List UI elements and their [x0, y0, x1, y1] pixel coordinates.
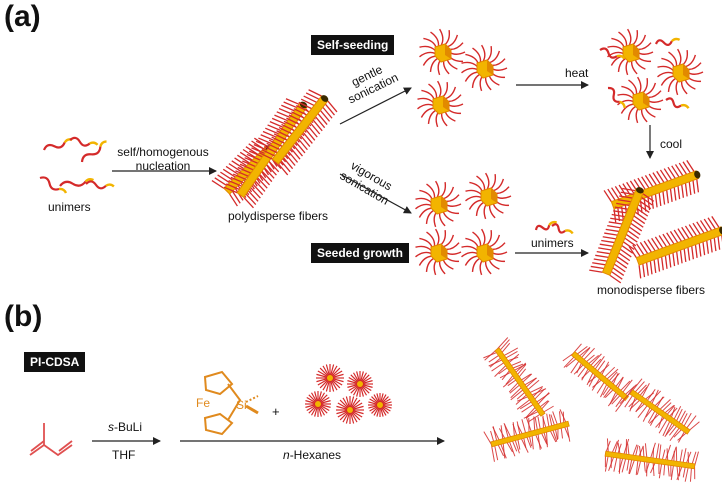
fuzzy-cylinder-micelle [603, 436, 699, 484]
unimer-chain [665, 97, 690, 111]
unimer-chain [69, 137, 98, 148]
fuzzy-cylinder-micelle [480, 336, 557, 425]
star-micelle [316, 364, 344, 392]
gentle-sonication-arrow [340, 88, 411, 124]
unimer-chain [86, 181, 114, 189]
ferrocenophane-structure [205, 372, 258, 434]
seed-micelle [418, 81, 463, 127]
unimer-chain [551, 223, 574, 236]
unimer-chain [535, 220, 558, 233]
fuzzy-cylinder-micelle [619, 376, 701, 449]
seed-micelle [618, 77, 663, 123]
unimer-chain [39, 175, 68, 195]
unimer-chain [606, 86, 627, 110]
seed-micelle [416, 181, 461, 227]
seed-micelle [658, 49, 703, 95]
fuzzy-cylinder-micelle [559, 338, 638, 412]
isoprene-structure [30, 423, 72, 455]
seed-micelle [420, 29, 465, 75]
monodisperse-fiber [604, 158, 706, 223]
star-micelle [336, 396, 364, 424]
star-micelle [368, 393, 392, 417]
monodisperse-fiber [629, 214, 722, 279]
seed-micelle [462, 45, 507, 91]
seed-micelle [608, 29, 653, 75]
star-micelle [347, 371, 373, 397]
seed-micelle [462, 229, 507, 275]
star-micelle [305, 391, 331, 417]
unimer-chain [655, 37, 680, 47]
unimer-chain [43, 137, 73, 153]
vigorous-sonication-arrow [340, 174, 411, 213]
seed-micelle [416, 229, 461, 275]
polydisperse-fiber [259, 85, 340, 175]
seed-micelle [466, 173, 511, 219]
